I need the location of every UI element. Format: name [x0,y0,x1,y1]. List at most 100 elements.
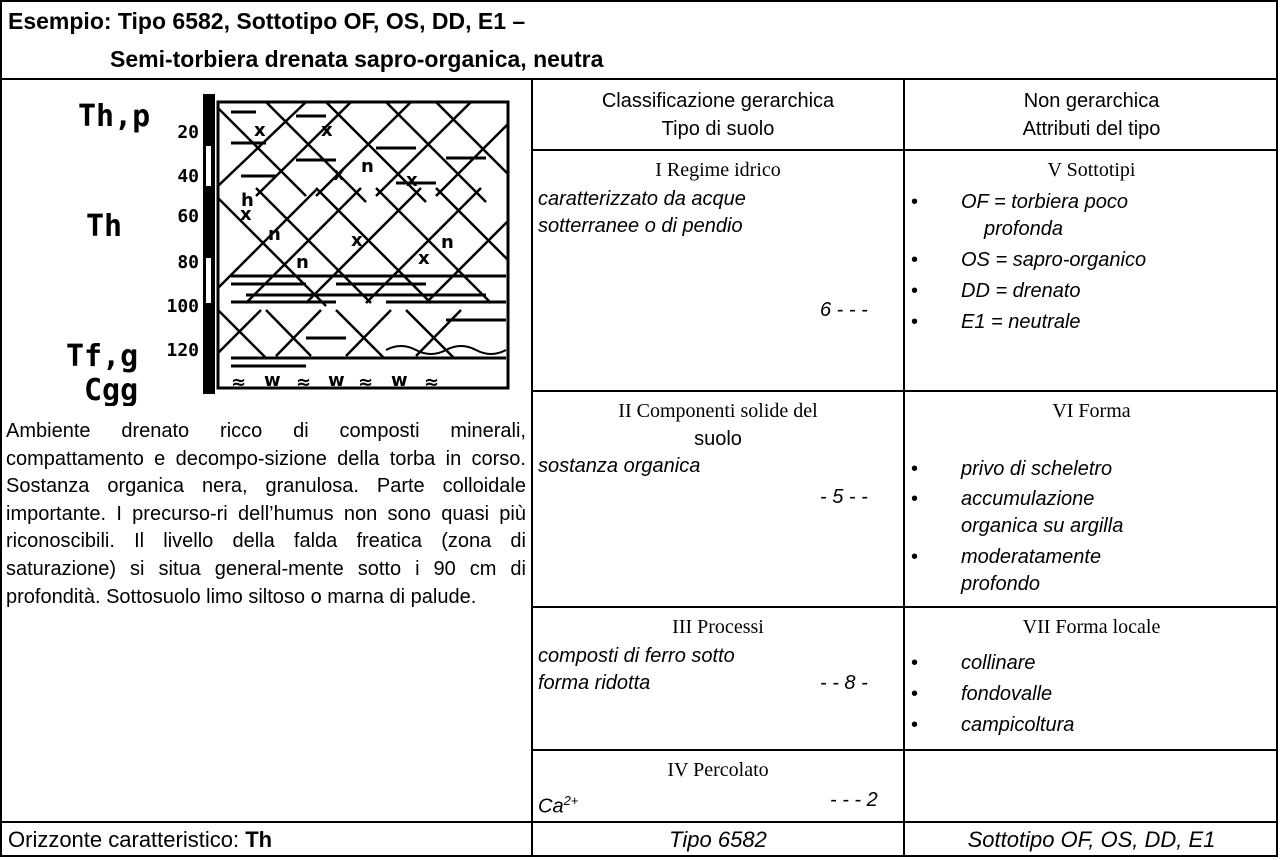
row-divider-1 [531,390,1278,392]
row3-text-line1: composti di ferro sotto [538,645,735,667]
header-col3-line1: Non gerarchica [1023,90,1160,112]
list-item: campicoltura [905,712,1278,739]
horizon-label-th: Th [86,209,122,244]
col-divider-2 [903,80,905,857]
profile-symbol-wave: ≈ [358,372,373,393]
depth-label: 60 [177,206,199,227]
profile-wave [385,345,507,355]
row-divider-footer [0,821,1278,823]
footer-horizon-value: Th [245,827,273,852]
profile-symbol-n: n [296,252,309,273]
row2-text: sostanza organica [538,455,701,477]
list-item: DD = drenato [905,278,1278,305]
profile-depth-labels: 20 40 60 80 100 120 [166,122,199,361]
row3-right-title: VII Forma locale [1022,616,1161,638]
list-item-text: moderatamente [961,546,1102,568]
horizon-description: Ambiente drenato ricco di composti miner… [6,420,526,608]
row4-code: - - - 2 [830,789,878,811]
profile-symbol-x: x [406,170,418,191]
horizon-label-tfg: Tf,g [66,339,138,374]
footer-subtype: Sottotipo OF, OS, DD, E1 [967,827,1216,852]
title-line-1: Esempio: Tipo 6582, Sottotipo OF, OS, DD… [8,8,526,34]
row3-code: - - 8 - [820,672,868,694]
percolate-element: Ca [538,795,564,818]
depth-label: 40 [177,166,199,187]
row-divider-2 [531,606,1278,608]
list-item-text: profonda [984,218,1063,240]
profile-symbol-n: h [241,190,254,211]
row2-title-line2: suolo [694,428,742,450]
list-item: accumulazione organica su argilla [905,486,1278,540]
depth-label: 20 [177,122,199,143]
list-item: OF = torbiera poco profonda [905,189,1278,243]
profile-symbol-x: x [351,230,363,251]
profile-box [216,100,510,390]
row1-code: 6 - - - [820,299,868,321]
profile-symbol-x: x [418,248,430,269]
list-item: privo di scheletro [905,456,1278,483]
list-item-text: OS = sapro-organico [961,249,1147,271]
depth-label: 120 [166,340,199,361]
profile-dashes [231,110,506,368]
list-item: E1 = neutrale [905,309,1278,336]
row4-text: Ca2+ [538,787,578,821]
row-divider-header [531,149,1278,151]
header-col2-line2: Tipo di suolo [661,118,775,140]
profile-symbols: x x x x x x x n h n n n ≈ w ≈ w ≈ w ≈ [231,120,454,393]
profile-hatching [218,102,508,359]
row1-right-title: V Sottotipi [1047,159,1136,181]
row4-title: IV Percolato [667,759,769,781]
list-item-text: privo di scheletro [961,458,1113,480]
profile-symbol-x: x [321,120,333,141]
row3-text-line2: forma ridotta [538,672,651,694]
list-item-text: organica su argilla [961,515,1124,537]
list-item-text: profondo [961,573,1040,595]
header-col3-line2: Attributi del tipo [1022,118,1161,140]
row2-code: - 5 - - [820,486,868,508]
profile-symbol-x: x [254,120,266,141]
list-item-text: OF = torbiera poco [961,191,1128,213]
local-form-list: collinare fondovalle campicoltura [905,650,1278,739]
list-item-text: DD = drenato [961,280,1081,302]
title-line-2: Semi-torbiera drenata sapro-organica, ne… [110,46,604,72]
profile-symbol-w: w [391,370,408,391]
list-item-text: campicoltura [961,714,1075,736]
depth-label: 100 [166,296,199,317]
profile-symbol-x: x [240,204,252,225]
list-item: fondovalle [905,681,1278,708]
footer-type: Tipo 6582 [669,827,767,852]
title-block: Esempio: Tipo 6582, Sottotipo OF, OS, DD… [0,0,1278,80]
profile-symbol-w: w [328,370,345,391]
list-item-text: fondovalle [961,683,1053,705]
row1-text-line2: sotterranee o di pendio [538,215,743,237]
row2-right-title: VI Forma [1052,400,1131,422]
profile-symbol-wave: ≈ [231,372,246,393]
profile-horizon-labels: Th,p Th Tf,g Cgg [66,99,150,406]
col-divider-1 [531,80,533,857]
horizon-label-cgg: Cgg [84,373,138,406]
profile-symbol-n: n [441,232,454,253]
header-col2-line1: Classificazione gerarchica [601,90,835,112]
list-item-text: E1 = neutrale [961,311,1081,333]
list-item: OS = sapro-organico [905,247,1278,274]
soil-profile-drawing: x x x x x x x n h n n n ≈ w ≈ w ≈ w ≈ Th… [66,94,510,406]
row1-text-line1: caratterizzato da acque [538,188,746,210]
percolate-charge: 2+ [563,793,579,808]
profile-symbol-wave: ≈ [296,372,311,393]
form-list: privo di scheletro accumulazione organica… [905,456,1278,598]
depth-label: 80 [177,252,199,273]
profile-symbol-w: w [264,370,281,391]
row2-title-line1: II Componenti solide del [618,400,818,422]
footer-horizon: Orizzonte caratteristico: Th [8,823,272,857]
row3-title: III Processi [672,616,764,638]
depth-bar [203,94,215,394]
list-item: moderatamente profondo [905,544,1278,598]
profile-symbol-x: x [333,164,345,185]
footer-horizon-label: Orizzonte caratteristico: [8,827,246,852]
row-divider-3 [531,749,1278,751]
horizon-label-thp: Th,p [78,99,150,134]
profile-symbol-n: n [268,224,281,245]
subtypes-list: OF = torbiera poco profonda OS = sapro-or… [905,189,1278,336]
list-item-text: accumulazione [961,488,1095,510]
